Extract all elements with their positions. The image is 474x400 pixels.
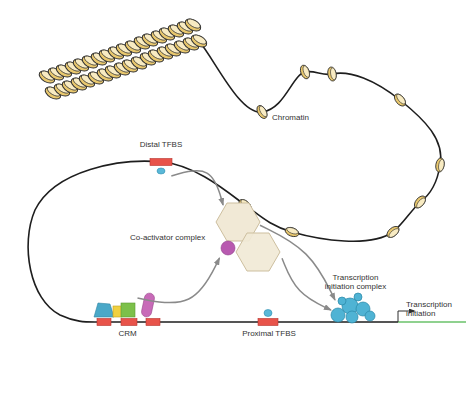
distal-tfbs: Distal TFBS xyxy=(132,140,190,176)
chromatin-label: Chromatin xyxy=(272,113,332,122)
chromatin-coil xyxy=(37,16,209,101)
node-label: Proximal TFBS xyxy=(238,329,300,338)
influence-arrow xyxy=(138,258,220,303)
node-label: Distal TFBS xyxy=(132,140,190,149)
node-label: CRM xyxy=(90,329,165,338)
initiation-complex: Transcription initiation complex xyxy=(318,273,393,325)
crm-site xyxy=(94,292,160,325)
co-activator-complex xyxy=(216,203,280,271)
influence-arrow xyxy=(282,258,331,310)
node-label: Transcription initiation complex xyxy=(318,273,393,291)
tss-label: Transcription initiation xyxy=(406,300,468,318)
proximal-tfbs-site xyxy=(258,310,278,326)
influence-arrow xyxy=(171,171,223,205)
crm: CRM xyxy=(90,290,165,340)
distal-tfbs-site xyxy=(150,159,172,175)
node-label: Co-activator complex xyxy=(130,233,216,242)
nucleosomes xyxy=(237,64,445,240)
proximal-tfbs: Proximal TFBS xyxy=(238,306,300,342)
initiation-complex xyxy=(331,293,375,323)
co-activator-complex: Co-activator complex xyxy=(130,200,282,273)
influence-arrow xyxy=(260,225,335,300)
chromatin-fiber xyxy=(28,16,466,322)
